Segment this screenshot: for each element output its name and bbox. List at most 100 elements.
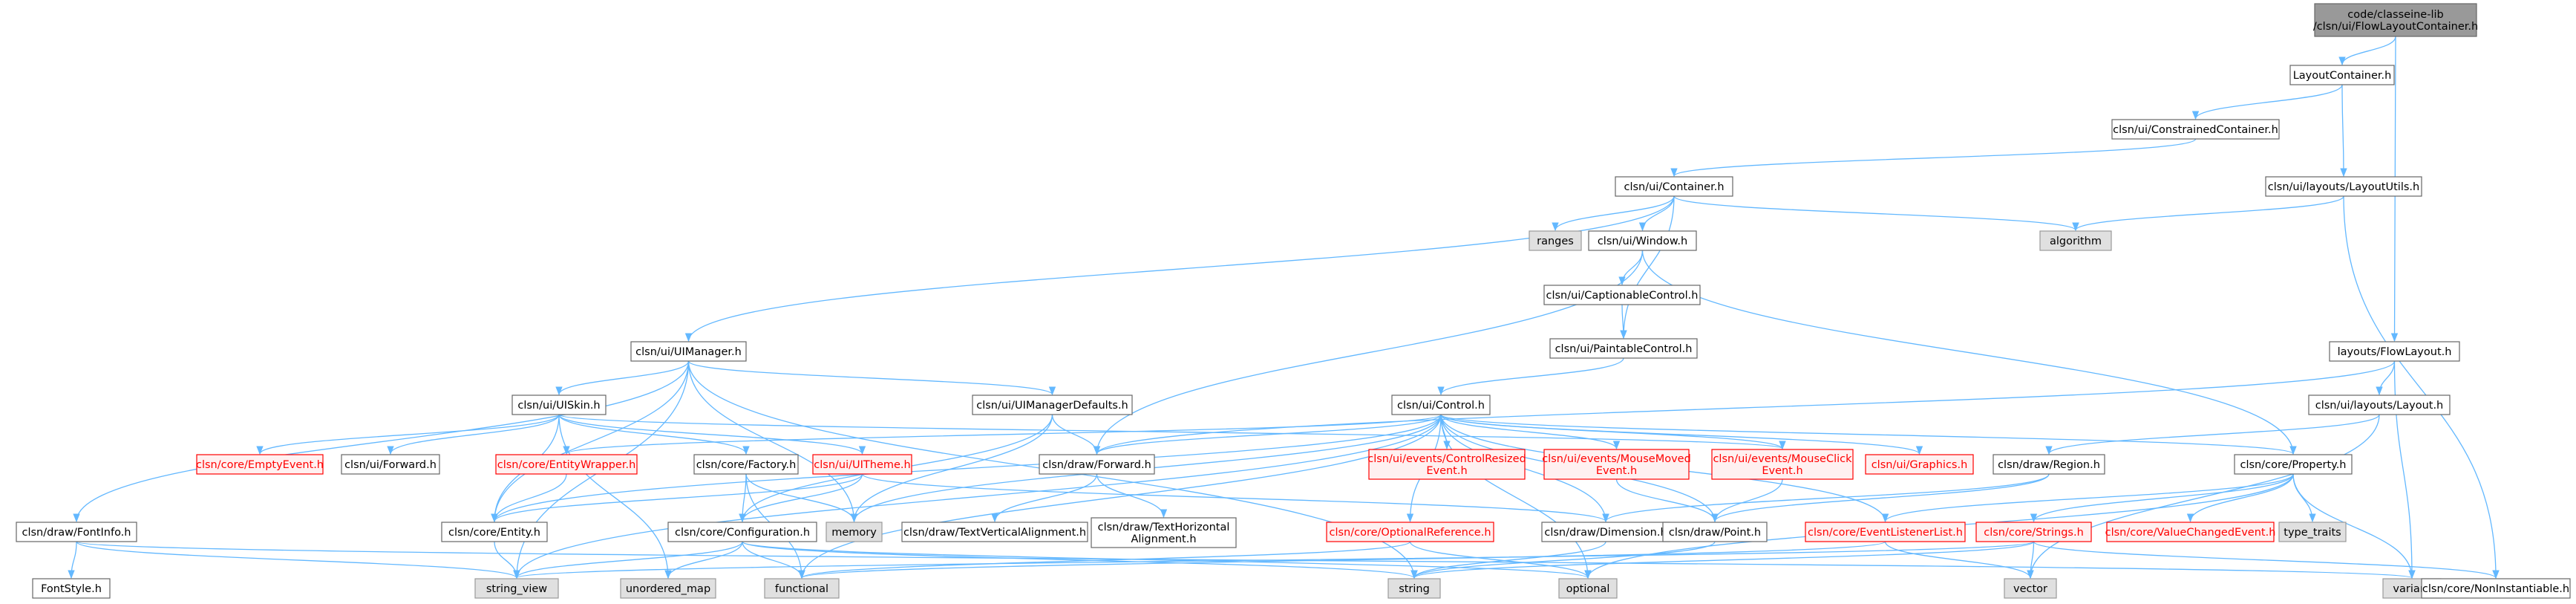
node-type-traits: type_traits <box>2278 522 2347 542</box>
edge-fontinfo-to-fontstyle <box>68 541 77 579</box>
node-box <box>2111 119 2280 140</box>
node-emptyevent[interactable]: clsn/core/EmptyEvent.h <box>196 454 324 475</box>
node-string: string <box>1387 578 1441 599</box>
edge-drawforward-to-textvertical <box>991 473 1098 523</box>
node-box <box>826 522 883 542</box>
node-box <box>495 454 638 475</box>
edge-property-to-valuechangedevent <box>2186 473 2294 523</box>
node-label: LayoutContainer.h <box>2293 70 2392 82</box>
edge-strings-to-string-view <box>514 541 2035 579</box>
node-point[interactable]: clsn/draw/Point.h <box>1662 522 1768 542</box>
node-memory: memory <box>826 522 883 542</box>
node-box <box>2314 3 2477 37</box>
node-label: clsn/ui/UISkin.h <box>517 400 600 412</box>
edge-uimanager-to-memory <box>687 360 858 523</box>
node-label: Alignment.h <box>1131 533 1196 545</box>
node-box <box>1529 230 1582 251</box>
node-entity[interactable]: clsn/core/Entity.h <box>441 522 548 542</box>
node-box <box>1543 449 1690 480</box>
node-vector: vector <box>2004 578 2057 599</box>
edge-configuration-to-string <box>742 541 1418 579</box>
node-uiforward[interactable]: clsn/ui/Forward.h <box>341 454 440 475</box>
node-label: clsn/draw/Region.h <box>1998 459 2100 471</box>
node-container[interactable]: clsn/ui/Container.h <box>1615 176 1733 197</box>
node-box <box>1543 285 1701 305</box>
node-box <box>812 454 912 475</box>
node-label: clsn/core/OptionalReference.h <box>1329 527 1491 539</box>
edge-control-to-graphics <box>1440 414 1923 455</box>
node-box <box>667 522 817 542</box>
node-dimension[interactable]: clsn/draw/Dimension.h <box>1541 522 1670 542</box>
node-factory[interactable]: clsn/core/Factory.h <box>693 454 799 475</box>
node-label: string_view <box>486 583 547 595</box>
node-constrainedcontainer[interactable]: clsn/ui/ConstrainedContainer.h <box>2111 119 2280 140</box>
node-label: clsn/ui/Window.h <box>1598 236 1687 247</box>
node-box <box>2234 454 2353 475</box>
node-strings[interactable]: clsn/core/Strings.h <box>1975 522 2092 542</box>
node-label: clsn/ui/Graphics.h <box>1871 459 1968 471</box>
node-box <box>341 454 440 475</box>
node-label: memory <box>831 527 877 539</box>
node-property[interactable]: clsn/core/Property.h <box>2234 454 2353 475</box>
node-uiskin[interactable]: clsn/ui/UISkin.h <box>511 394 607 415</box>
node-valuechangedevent[interactable]: clsn/core/ValueChangedEvent.h <box>2105 522 2276 542</box>
node-noninstantiable[interactable]: clsn/core/NonInstantiable.h <box>2421 578 2571 599</box>
node-window[interactable]: clsn/ui/Window.h <box>1588 230 1697 251</box>
node-uimanager[interactable]: clsn/ui/UIManager.h <box>630 341 747 362</box>
node-label: clsn/draw/TextVerticalAlignment.h <box>903 527 1086 539</box>
node-graphics[interactable]: clsn/ui/Graphics.h <box>1865 454 1974 475</box>
node-root[interactable]: code/classeine-lib/clsn/ui/FlowLayoutCon… <box>2313 3 2478 37</box>
node-box <box>1368 449 1526 480</box>
edge-uiskin-to-uiforward <box>387 414 560 455</box>
edge-constrainedcontainer-to-container <box>1670 138 2197 178</box>
node-label: ranges <box>1537 236 1574 247</box>
node-region[interactable]: clsn/draw/Region.h <box>1993 454 2105 475</box>
edge-drawforward-to-texthorizontal <box>1096 473 1168 519</box>
node-box <box>2265 176 2422 197</box>
nodes-layer: code/classeine-lib/clsn/ui/FlowLayoutCon… <box>16 3 2571 599</box>
node-layoutcontainer[interactable]: LayoutContainer.h <box>2289 65 2395 85</box>
node-layout[interactable]: clsn/ui/layouts/Layout.h <box>2308 394 2451 415</box>
edge-uitheme-to-entity <box>491 473 863 523</box>
node-captionablecontrol[interactable]: clsn/ui/CaptionableControl.h <box>1543 285 1701 305</box>
node-label: clsn/ui/layouts/LayoutUtils.h <box>2268 181 2419 193</box>
node-flowlayout[interactable]: layouts/FlowLayout.h <box>2329 341 2460 362</box>
node-eventlistenerlist[interactable]: clsn/core/EventListenerList.h <box>1805 522 1966 542</box>
node-box <box>2329 341 2460 362</box>
edge-entitywrapper-to-entity <box>491 473 567 523</box>
node-textvertical[interactable]: clsn/draw/TextVerticalAlignment.h <box>901 522 1088 542</box>
node-box <box>620 578 716 599</box>
node-label: Event.h <box>1762 465 1802 477</box>
node-label: clsn/ui/ConstrainedContainer.h <box>2113 124 2278 136</box>
node-label: clsn/core/Factory.h <box>696 459 797 471</box>
node-label: algorithm <box>2050 236 2102 247</box>
node-label: clsn/draw/TextHorizontal <box>1098 522 1230 533</box>
node-fontinfo[interactable]: clsn/draw/FontInfo.h <box>16 522 137 542</box>
node-layoututils[interactable]: clsn/ui/layouts/LayoutUtils.h <box>2265 176 2422 197</box>
node-label: clsn/ui/Control.h <box>1397 400 1485 412</box>
node-fontstyle[interactable]: FontStyle.h <box>32 578 111 599</box>
node-label: clsn/ui/UIManagerDefaults.h <box>976 400 1128 412</box>
edge-control-to-entity <box>491 414 1442 523</box>
node-label: clsn/core/EmptyEvent.h <box>196 459 324 471</box>
edge-eventlistenerlist-to-vector <box>1884 541 2034 579</box>
node-control[interactable]: clsn/ui/Control.h <box>1391 394 1491 415</box>
node-entitywrapper[interactable]: clsn/core/EntityWrapper.h <box>495 454 638 475</box>
node-paintablecontrol[interactable]: clsn/ui/PaintableControl.h <box>1549 338 1698 359</box>
node-optionalreference[interactable]: clsn/core/OptionalReference.h <box>1326 522 1494 542</box>
node-configuration[interactable]: clsn/core/Configuration.h <box>667 522 817 542</box>
node-drawforward[interactable]: clsn/draw/Forward.h <box>1039 454 1155 475</box>
edge-uimanager-to-entity <box>491 360 690 523</box>
edge-uitheme-to-dimension <box>861 473 1609 523</box>
node-label: layouts/FlowLayout.h <box>2338 346 2452 358</box>
edge-configuration-to-string-view <box>513 541 743 579</box>
node-uimanagerdefaults[interactable]: clsn/ui/UIManagerDefaults.h <box>972 394 1133 415</box>
edge-point-to-string <box>1410 541 1716 579</box>
node-uitheme[interactable]: clsn/ui/UITheme.h <box>812 454 912 475</box>
node-box <box>693 454 799 475</box>
